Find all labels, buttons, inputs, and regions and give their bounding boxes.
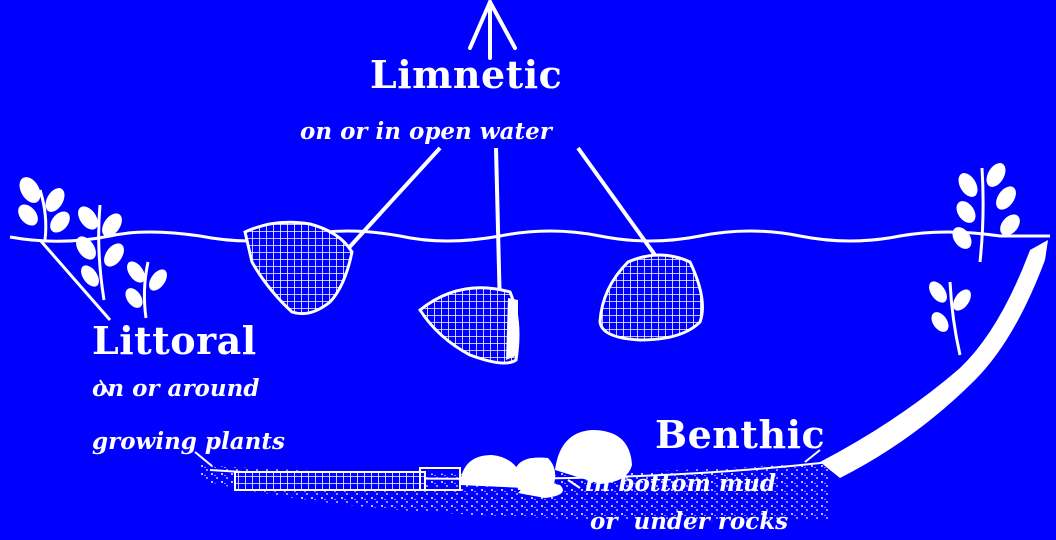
- right-bank: [820, 240, 1048, 478]
- arrow-icon: [470, 2, 515, 58]
- dip-net-icon: [420, 288, 518, 363]
- littoral-description-line-2: growing plants: [92, 428, 285, 455]
- aquatic-plant-icon: [122, 258, 171, 318]
- dip-net-icon: [600, 255, 702, 340]
- benthic-description-line-2: or under rocks: [590, 508, 788, 535]
- benthic-title: Benthic: [655, 412, 825, 457]
- aquatic-plant-icon: [14, 173, 74, 240]
- limnetic-description: on or in open water: [300, 118, 552, 145]
- dip-net-icon: [245, 222, 352, 313]
- limnetic-title: Limnetic: [370, 52, 562, 97]
- water-surface: [10, 231, 1050, 241]
- benthic-description-line-1: in bottom mud: [585, 470, 776, 497]
- littoral-title: Littoral: [92, 318, 257, 363]
- aquatic-plant-icon: [925, 278, 974, 355]
- aquatic-plant-icon: [949, 160, 1024, 262]
- littoral-description-line-1: on or around: [92, 375, 259, 402]
